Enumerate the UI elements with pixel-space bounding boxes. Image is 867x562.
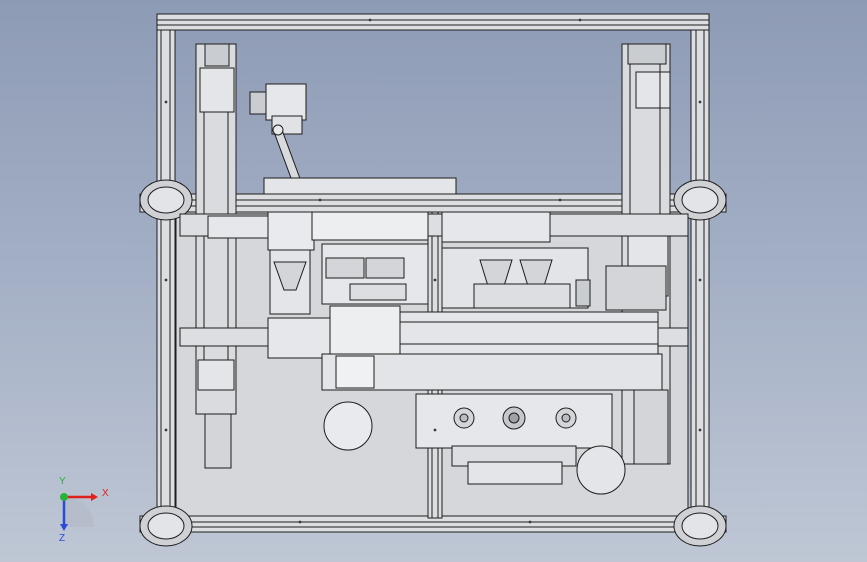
pick-carriage <box>269 243 429 315</box>
x-axis-label: X <box>102 488 109 499</box>
gripper-arm-assembly <box>249 83 307 187</box>
frame-top-rail <box>156 13 710 31</box>
top-tray <box>263 177 457 195</box>
motor-box <box>415 393 613 485</box>
lower-linear-rail <box>179 305 689 361</box>
frame-post-right <box>690 13 710 531</box>
right-vertical-slide <box>605 43 671 465</box>
cable-port <box>323 401 373 451</box>
caster-bottom-left <box>139 505 193 547</box>
frame-post-left <box>156 13 176 531</box>
z-axis-label: Z <box>59 533 66 544</box>
upper-linear-rail <box>179 211 689 251</box>
caster-top-right <box>673 179 727 221</box>
y-axis-label: Y <box>59 476 66 487</box>
reel-disc <box>576 445 626 495</box>
lower-tray <box>321 353 663 391</box>
axis-triad <box>60 493 98 531</box>
left-vertical-slide <box>195 43 237 469</box>
right-fixture <box>441 247 591 309</box>
y-axis-dot <box>60 493 68 501</box>
caster-bottom-right <box>673 505 727 547</box>
caster-top-left <box>139 179 193 221</box>
